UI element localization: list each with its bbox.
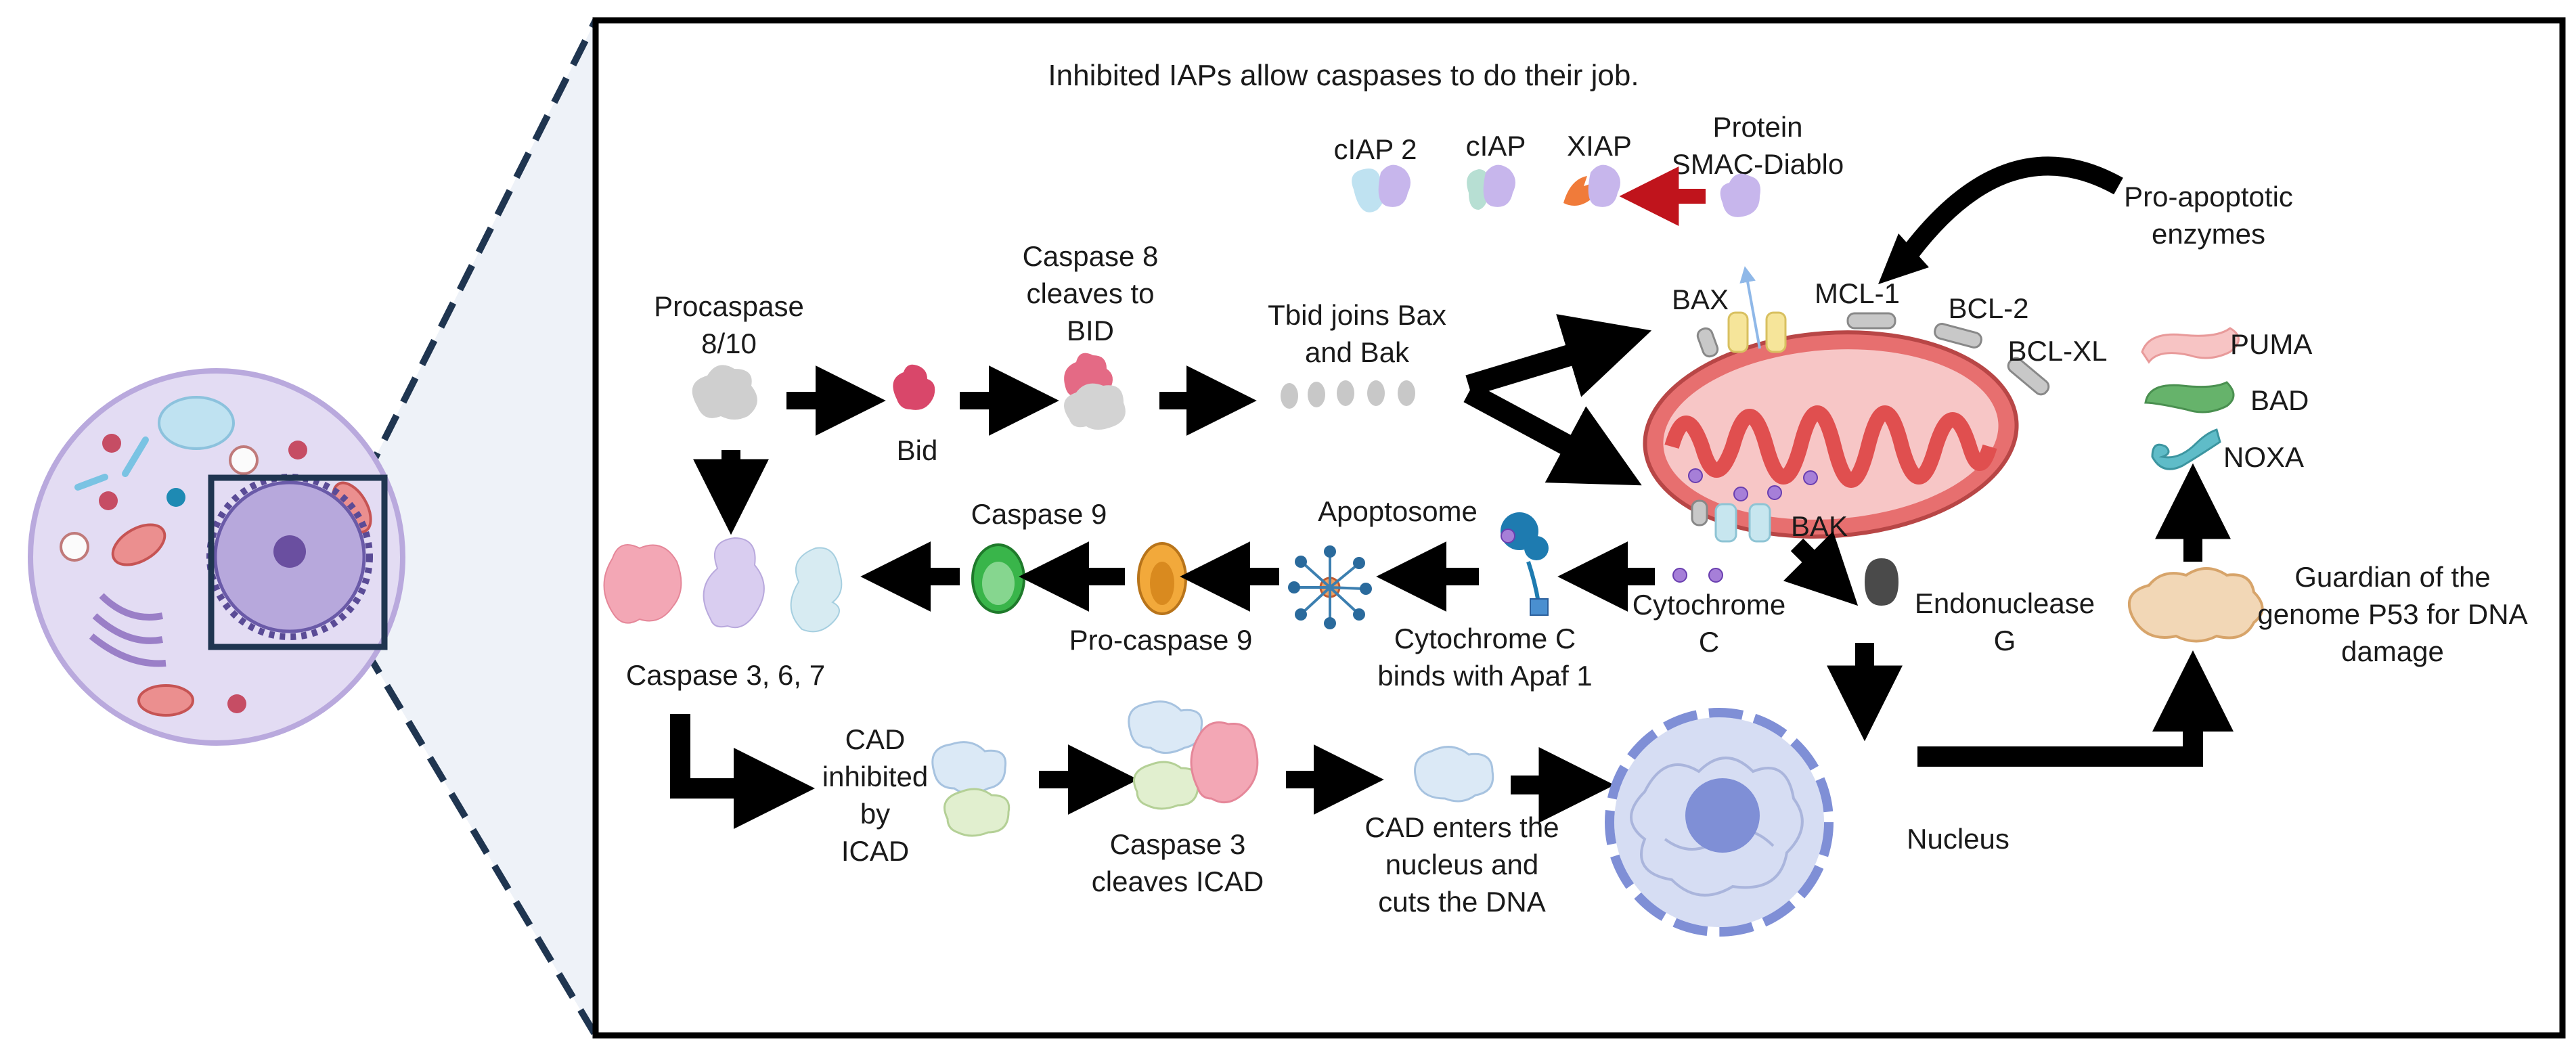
smac-label-line1: Protein (1712, 111, 1802, 143)
cad-enters-label-line1: CAD enters the (1364, 811, 1559, 843)
caspase-3-6-7-icons (603, 537, 843, 633)
bad-label: BAD (2250, 384, 2309, 416)
cad-inhibited-label-line1: CAD (845, 723, 906, 755)
apoptosome-icon (1288, 545, 1372, 629)
caspase8-label-line3: BID (1067, 315, 1114, 346)
caspase3-cleaves-icad-icon (1128, 700, 1259, 810)
bid-label: Bid (897, 434, 938, 466)
cad-inhibited-label-line2: inhibited (822, 761, 928, 792)
bax-label: BAX (1672, 284, 1729, 315)
cell-overview (28, 368, 405, 746)
xiap-protein-icon (1563, 164, 1620, 207)
procaspase-label-line2: 8/10 (701, 328, 757, 359)
bax-pore-arrow (1739, 266, 1761, 349)
pro-apoptotic-curved-arrow (1894, 156, 2123, 270)
cad-free-icon (1414, 746, 1494, 803)
pro-caspase9-icon (1137, 542, 1187, 615)
tbid-label-line1: Tbid joins Bax (1268, 299, 1446, 331)
cad-enters-label-line3: cuts the DNA (1378, 886, 1545, 918)
pro-apoptotic-label-line1: Pro-apoptotic (2124, 181, 2293, 212)
caspase9-icon (971, 543, 1025, 614)
bid-icon (893, 364, 935, 410)
nucleus-label: Nucleus (1907, 823, 2009, 855)
p53-label-line2: genome P53 for DNA (2257, 598, 2527, 630)
caspase9-label: Caspase 9 (971, 498, 1107, 530)
tbid-to-bak-arrow (1463, 382, 1642, 486)
cad-enters-label-line2: nucleus and (1385, 849, 1539, 880)
diagram-title: Inhibited IAPs allow caspases to do thei… (1048, 59, 1639, 92)
cytochrome-c-icons (1672, 568, 1723, 583)
pro-apoptotic-label-line2: enzymes (2152, 218, 2265, 250)
p53-label-line1: Guardian of the (2294, 561, 2491, 593)
iap-proteins: cIAP 2 cIAP XIAP Protein SMAC-Diablo (1334, 111, 1844, 226)
cad-icad-icon (931, 741, 1011, 837)
cytochrome-apaf-label-line1: Cytochrome C (1394, 623, 1576, 654)
caspase-3-6-7-label: Caspase 3, 6, 7 (626, 659, 825, 691)
tbid-label-line2: and Bak (1305, 336, 1410, 368)
endonuclease-g-icon (1865, 558, 1898, 606)
tbid-icons (1281, 380, 1415, 409)
ciap2-protein-icon (1352, 164, 1411, 212)
apoptosome-label: Apoptosome (1318, 495, 1478, 527)
puma-label: PUMA (2230, 328, 2312, 360)
p53-label-line3: damage (2341, 635, 2444, 667)
noxa-label: NOXA (2223, 441, 2304, 473)
smac-label-line2: SMAC-Diablo (1672, 148, 1844, 180)
smac-protein-icon (1720, 173, 1760, 217)
mito-to-endonuclease-arrow (1783, 531, 1859, 606)
mcl1-label: MCL-1 (1815, 277, 1900, 309)
tbid-to-bax-arrow (1465, 314, 1652, 397)
cytochrome-c-label-line1: Cytochrome (1633, 589, 1785, 621)
p53-icon (2128, 567, 2264, 643)
procaspase-icon (692, 365, 757, 420)
ciap-label: cIAP (1466, 130, 1526, 162)
caspase3-cleaves-label-line1: Caspase 3 (1110, 828, 1246, 860)
bak-protein-icon (1688, 468, 1818, 543)
diagram-frame (592, 17, 2566, 1039)
procaspase-label-line1: Procaspase (654, 290, 804, 322)
cytochrome-c-apaf1-icon (1501, 512, 1549, 616)
bax-protein-icon (1727, 311, 1787, 353)
nucleus-to-p53-arrow (1917, 650, 2234, 767)
zoom-connector (362, 18, 599, 1037)
puma-protein-icon (2141, 327, 2240, 364)
bak-label: BAK (1791, 510, 1848, 542)
cytochrome-c-label-line2: C (1699, 626, 1719, 658)
pro-caspase9-label: Pro-caspase 9 (1069, 624, 1253, 656)
caspase8-label-line2: cleaves to (1026, 277, 1154, 309)
bcl-family-protein-icons (1696, 312, 2050, 396)
cytochrome-apaf-label-line2: binds with Apaf 1 (1377, 660, 1593, 692)
caspase8-label-line1: Caspase 8 (1023, 240, 1159, 272)
endonuclease-label-line2: G (1994, 625, 2016, 656)
ciap2-label: cIAP 2 (1334, 133, 1417, 165)
bcl2-label: BCL-2 (1948, 292, 2028, 324)
cad-inhibited-label-line4: ICAD (841, 835, 909, 867)
bclxl-label: BCL-XL (2007, 335, 2107, 367)
bad-protein-icon (2144, 381, 2235, 413)
endonuclease-label-line1: Endonuclease (1915, 587, 2095, 619)
caspase3-cleaves-label-line2: cleaves ICAD (1092, 866, 1264, 897)
caspase367-to-cad-arrow (670, 714, 815, 829)
mitochondrion-icon (1643, 330, 2019, 539)
xiap-label: XIAP (1567, 130, 1632, 162)
cad-inhibited-label-line3: by (860, 798, 890, 830)
ciap-protein-icon (1467, 164, 1515, 210)
caspase8-bid-icon (1064, 353, 1126, 430)
nucleus-icon (1605, 708, 1834, 937)
